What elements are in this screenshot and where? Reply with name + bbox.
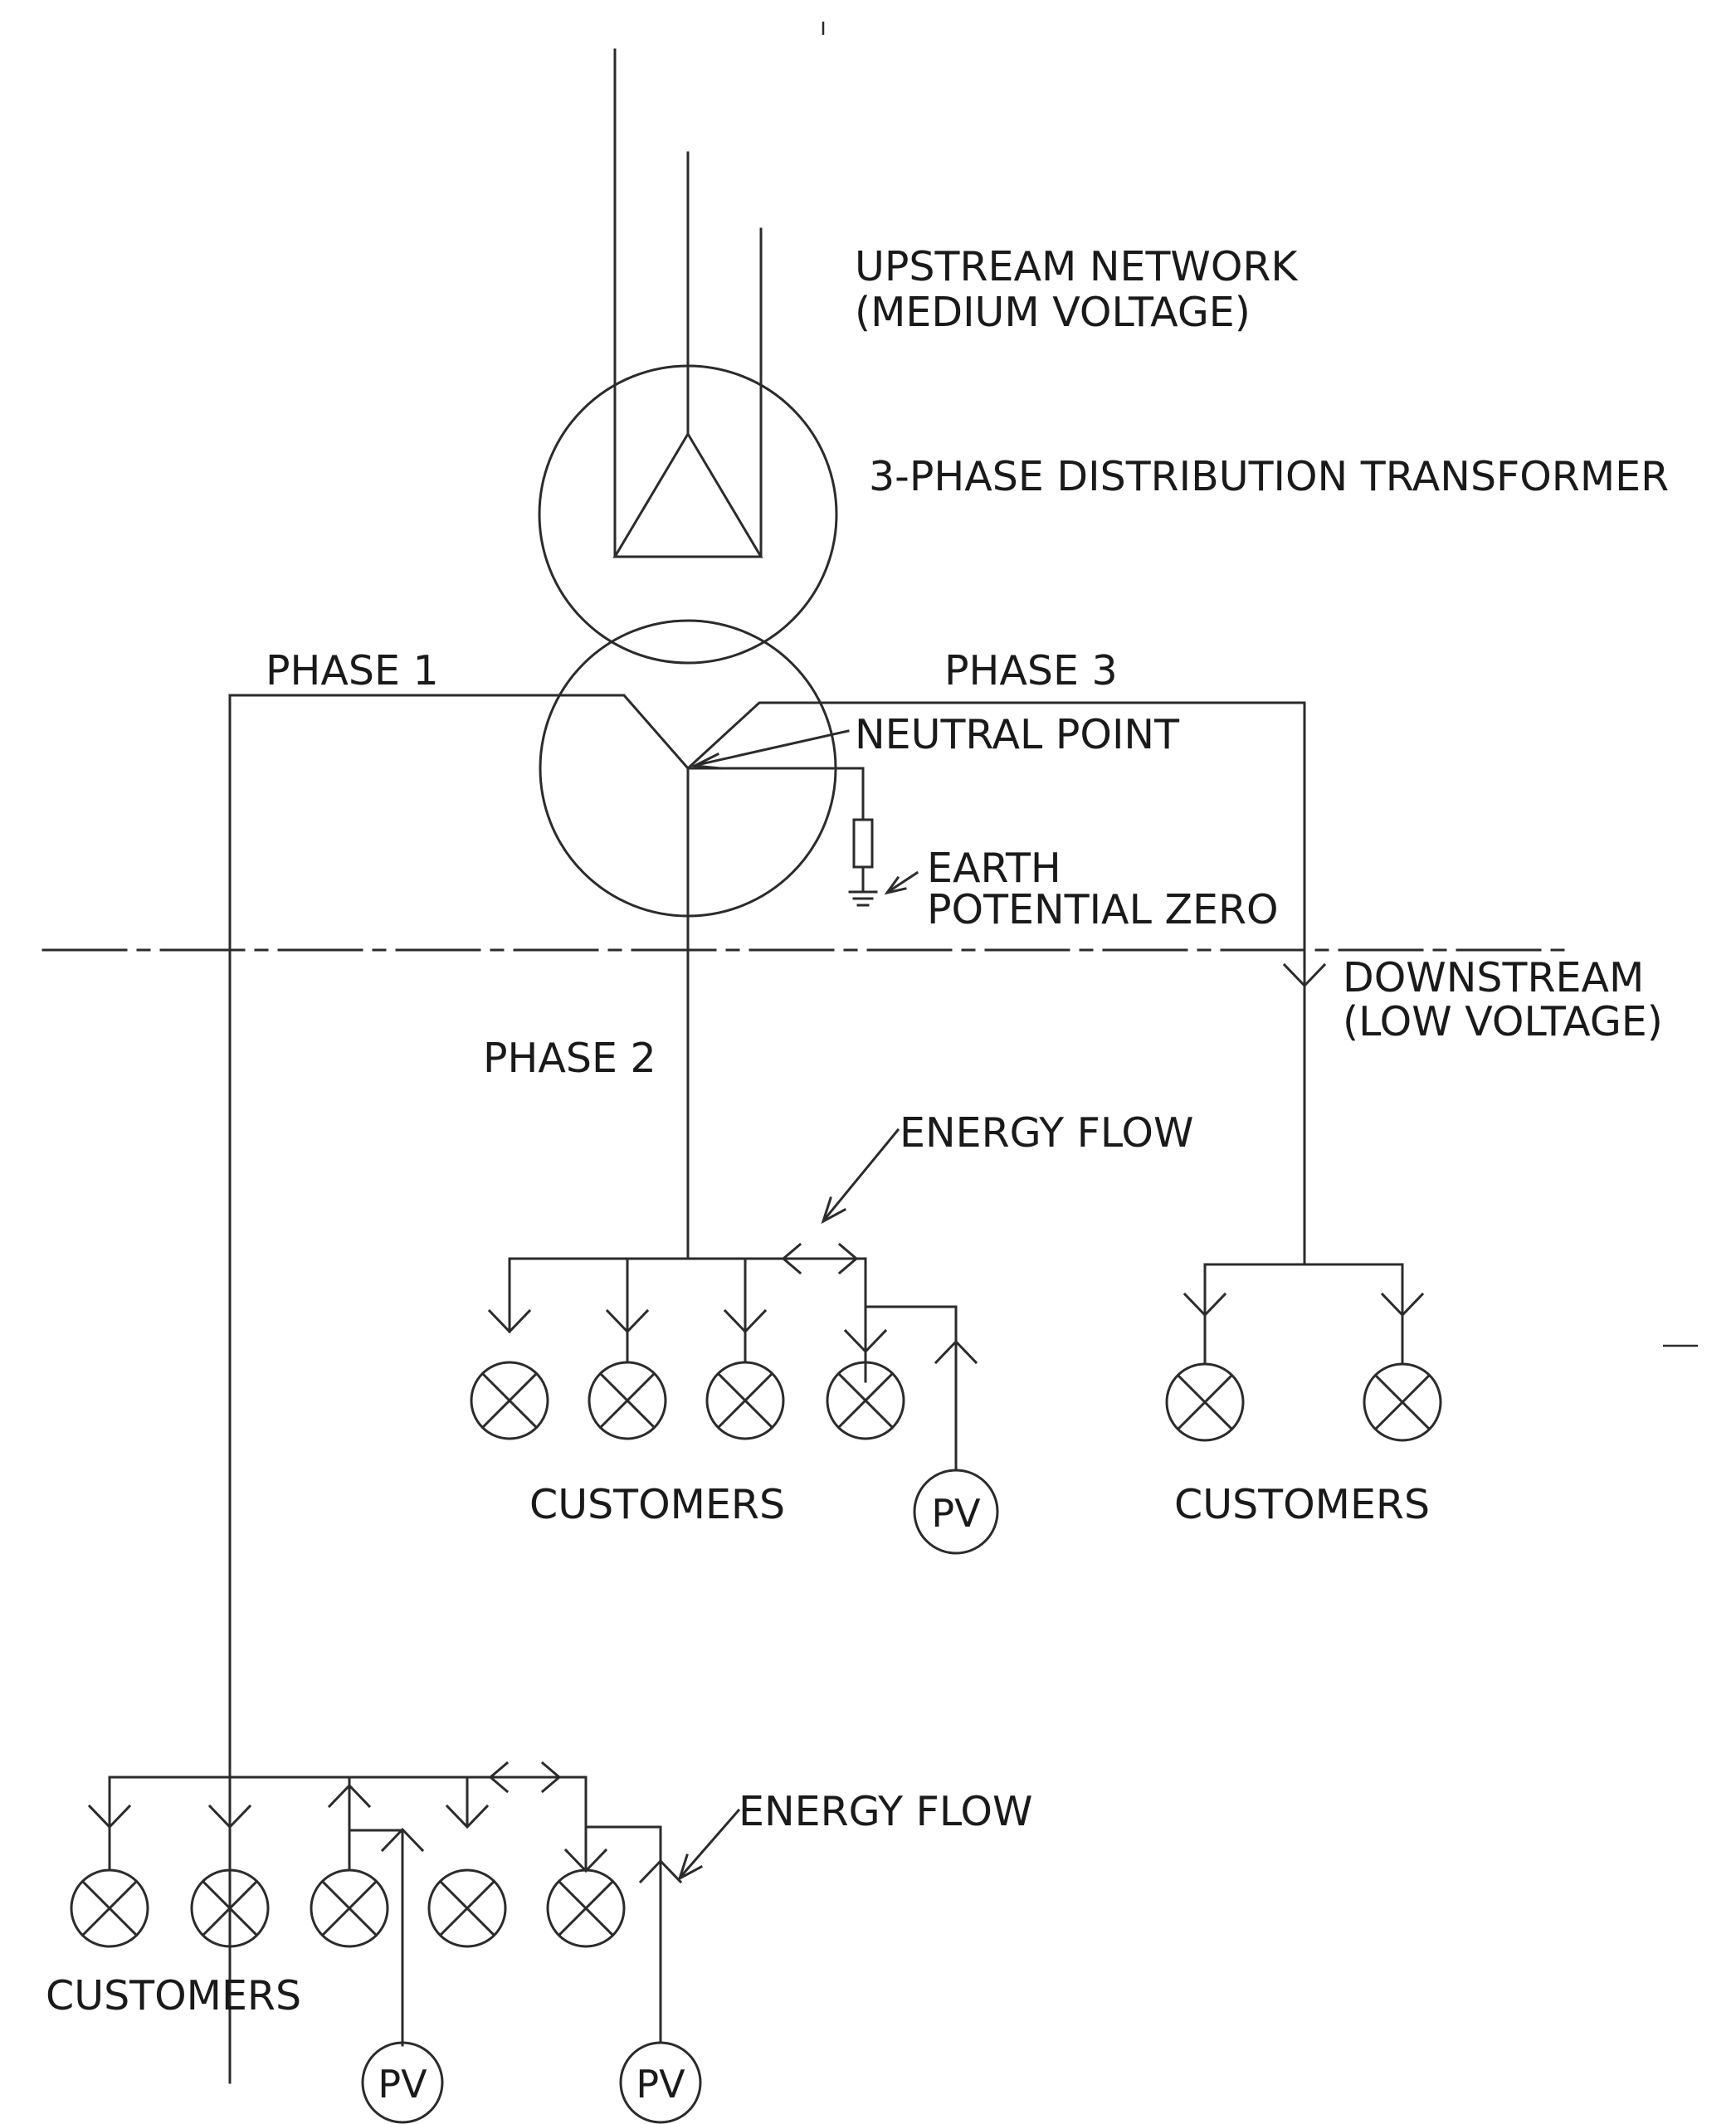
customer-load: [826, 1361, 905, 1440]
customer-load: [588, 1361, 667, 1440]
customers-label-bottom: CUSTOMERS: [46, 1972, 301, 2019]
customers-label-right: CUSTOMERS: [1174, 1481, 1430, 1528]
phase3-feeder: [1203, 1263, 1404, 1366]
pv-generator: PV: [619, 2041, 702, 2124]
phase2-feeder: [508, 1257, 958, 1470]
neutral-point-leader: [690, 729, 850, 770]
pv-label: PV: [636, 2062, 685, 2107]
phase2-label: PHASE 2: [483, 1035, 656, 1082]
customer-load: [70, 1868, 149, 1948]
earthing-resistor: [686, 767, 874, 894]
customer-load: [190, 1868, 270, 1948]
bottom-flow-arrows: [87, 1761, 683, 1884]
neutral-point-label: NEUTRAL POINT: [855, 711, 1180, 758]
earth-label: EARTH: [927, 845, 1061, 892]
wye-symbol: [228, 694, 1306, 2084]
phase1-label: PHASE 1: [266, 647, 439, 694]
pv-label: PV: [378, 2062, 427, 2107]
customer-load: [470, 1361, 549, 1440]
customer-load: [310, 1868, 389, 1948]
delta-symbol: [612, 431, 763, 558]
phase3-label: PHASE 3: [944, 647, 1118, 694]
transformer-primary-winding: [538, 364, 838, 665]
energy-flow-label-bottom: ENERGY FLOW: [739, 1788, 1032, 1835]
middle-flow-arrows: [487, 1242, 978, 1365]
customers-label-middle: CUSTOMERS: [529, 1481, 785, 1528]
upstream-network-label: UPSTREAM NETWORK: [855, 243, 1299, 290]
medium-voltage-label: (MEDIUM VOLTAGE): [855, 289, 1251, 336]
transformer-label: 3-PHASE DISTRIBUTION TRANSFORMER: [869, 453, 1669, 500]
earth-leader: [884, 870, 919, 895]
pv-label: PV: [931, 1491, 981, 1536]
customer-load: [705, 1361, 785, 1440]
downstream-arrow: [1282, 962, 1327, 988]
earth-symbol: [848, 890, 878, 907]
energy-flow-label-middle: ENERGY FLOW: [900, 1109, 1193, 1157]
customer-load: [427, 1868, 507, 1948]
bottom-energy-flow-leader: [677, 1808, 741, 1882]
middle-energy-flow-leader: [821, 1128, 900, 1225]
right-flow-arrows: [1183, 1292, 1425, 1318]
potential-zero-label: POTENTIAL ZERO: [927, 886, 1279, 933]
pv-generator: PV: [361, 2041, 444, 2124]
upstream-lines: [613, 48, 763, 558]
customer-load: [546, 1868, 626, 1948]
low-voltage-label: (LOW VOLTAGE): [1343, 998, 1663, 1045]
customer-load: [1363, 1362, 1442, 1442]
downstream-label: DOWNSTREAM: [1343, 954, 1644, 1001]
pv-generator: PV: [913, 1469, 999, 1555]
customer-load: [1165, 1362, 1245, 1442]
